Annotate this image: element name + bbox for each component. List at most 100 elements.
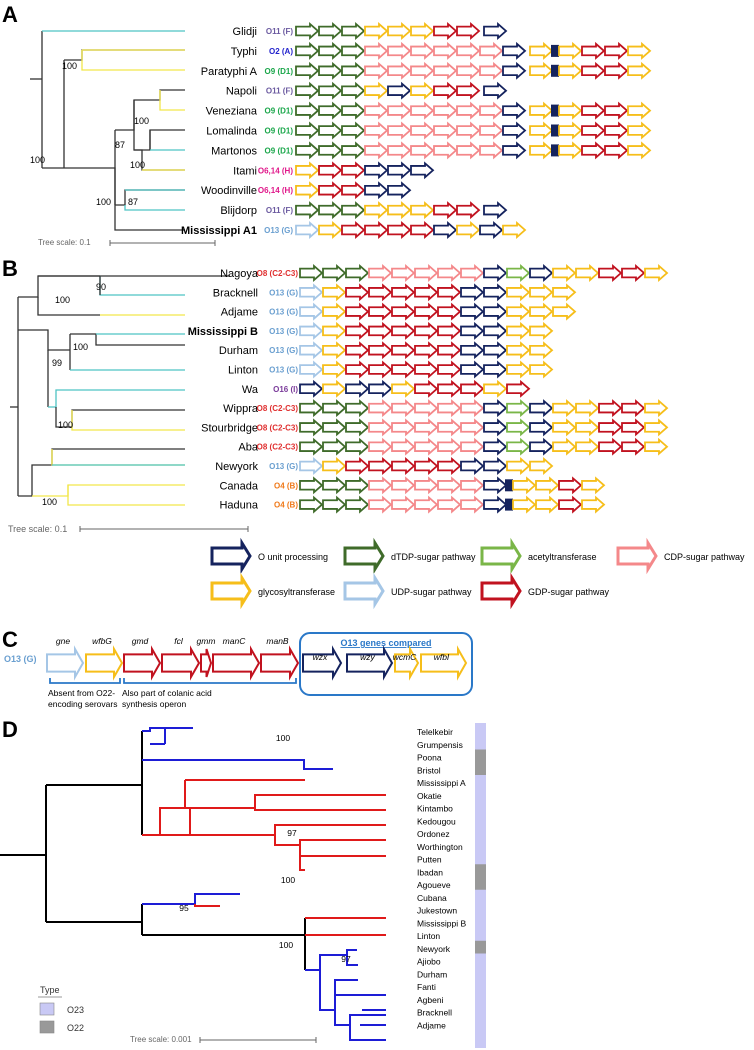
glyco-gene-arrow	[318, 221, 343, 239]
glyco-gene-arrow	[506, 457, 531, 475]
gene-name: wfbG	[92, 636, 112, 646]
cdp-gene-arrow	[437, 495, 462, 514]
udp-gene-arrow	[299, 302, 324, 321]
cdp-gene-arrow	[410, 101, 435, 120]
serotype-label: O13 (G)	[269, 288, 298, 297]
dtdp-gene-arrow	[345, 437, 370, 456]
gene-name: wfbI	[434, 652, 450, 662]
cdp-gene-arrow	[368, 437, 393, 456]
dtdp-gene-arrow	[341, 61, 366, 80]
svg-text:O22: O22	[67, 1023, 84, 1033]
cdp-gene-arrow	[460, 264, 485, 282]
support-value: 87	[115, 140, 125, 150]
serotype-label: O13 (G)	[269, 308, 298, 317]
gdp-gene-arrow	[456, 201, 481, 220]
type-bar-o22	[475, 940, 486, 954]
cdp-gene-arrow	[460, 495, 485, 514]
taxon-label: Newyork	[215, 461, 258, 473]
serotype-label: O4 (B)	[274, 501, 298, 510]
serotype-label: O11 (F)	[266, 87, 293, 96]
glyco-gene-arrow	[558, 121, 583, 140]
gdp-gene-arrow	[604, 41, 629, 60]
glyco-gene-arrow	[529, 141, 554, 160]
support-value: 100	[42, 497, 57, 507]
cdp-gene-arrow	[364, 121, 389, 140]
gdp-gene-arrow	[621, 264, 646, 282]
taxon-label: Mississippi B	[188, 326, 258, 338]
glyco-gene-arrow	[85, 645, 124, 681]
gdp-gene-arrow	[460, 379, 485, 398]
taxon-label: Durham	[417, 969, 447, 979]
gdp-gene-arrow	[581, 61, 606, 80]
glyco-gene-arrow	[644, 264, 669, 282]
cdp-gene-arrow	[479, 141, 504, 160]
cdp-gene-arrow	[437, 437, 462, 456]
glyco-gene-arrow	[627, 61, 652, 80]
dtdp-gene-arrow	[295, 81, 320, 100]
taxon-label: Poona	[417, 753, 442, 763]
gdp-gene-arrow	[345, 360, 370, 379]
panel-d-scale: Tree scale: 0.001	[130, 1035, 317, 1044]
o_unit-gene-arrow	[483, 360, 508, 379]
glyco-gene-arrow	[364, 81, 389, 100]
o_unit-gene-arrow	[483, 283, 508, 302]
gdp-gene-arrow	[364, 221, 389, 239]
glyco-gene-arrow	[502, 221, 527, 239]
serotype-label: O13 (G)	[269, 366, 298, 375]
gdp-gene-arrow	[341, 221, 366, 239]
support-value: 100	[96, 197, 111, 207]
o_unit-gene-arrow	[529, 418, 554, 437]
taxon-label: Veneziana	[206, 106, 258, 118]
support-value: 87	[128, 197, 138, 207]
o_unit-gene-arrow	[460, 283, 485, 302]
type-bar-o22	[475, 749, 486, 775]
cdp-gene-arrow	[368, 495, 393, 514]
bracket-2-text: Also part of colanic acid	[122, 688, 212, 698]
panel-d-tree	[0, 727, 386, 1041]
serotype-label: O2 (A)	[269, 47, 293, 56]
gdp-gene-arrow	[598, 264, 623, 282]
gdp-gene-arrow	[414, 321, 439, 340]
gene-name: gmd	[132, 636, 149, 646]
dtdp-gene-arrow	[341, 81, 366, 100]
glyco-gene-arrow	[558, 61, 583, 80]
gdp-gene-arrow	[368, 283, 393, 302]
gdp-gene-arrow	[368, 360, 393, 379]
o_unit-gene-arrow	[502, 141, 527, 160]
o-unit-block	[551, 124, 559, 137]
glyco-gene-arrow	[322, 283, 347, 302]
gdp-gene-arrow	[368, 302, 393, 321]
o_unit-gene-arrow	[502, 41, 527, 60]
dtdp-gene-arrow	[341, 22, 366, 40]
support-value: 100	[55, 295, 70, 305]
legend-label: CDP-sugar pathway	[664, 552, 745, 562]
gdp-gene-arrow	[341, 161, 366, 180]
glyco-gene-arrow	[529, 457, 554, 475]
gdp-gene-arrow	[391, 283, 416, 302]
glyco-gene-arrow	[552, 302, 577, 321]
gdp-gene-arrow	[581, 41, 606, 60]
acetyl-gene-arrow	[506, 437, 531, 456]
taxon-label: Ordonez	[417, 829, 450, 839]
cdp-gene-arrow	[433, 61, 458, 80]
gdp-gene-arrow	[368, 321, 393, 340]
dtdp-gene-arrow	[341, 201, 366, 220]
glyco-gene-arrow	[506, 321, 531, 340]
gdp-gene-arrow	[123, 645, 162, 681]
gdp-gene-arrow	[598, 437, 623, 456]
o_unit-gene-arrow	[529, 437, 554, 456]
o_unit-gene-arrow	[460, 341, 485, 360]
gdp-gene-arrow	[341, 181, 366, 200]
gdp-gene-arrow	[414, 360, 439, 379]
dtdp-gene-arrow	[299, 495, 324, 514]
o_unit-gene-arrow	[364, 161, 389, 180]
glyco-gene-arrow	[394, 645, 420, 681]
taxon-label: Glidji	[233, 26, 257, 38]
o_unit-gene-arrow	[529, 399, 554, 418]
cdp-gene-arrow	[391, 495, 416, 514]
glyco-gene-arrow	[644, 399, 669, 418]
taxon-label: Mississippi A	[417, 778, 466, 788]
taxon-label: Telelkebir	[417, 727, 453, 737]
gdp-gene-arrow	[345, 321, 370, 340]
